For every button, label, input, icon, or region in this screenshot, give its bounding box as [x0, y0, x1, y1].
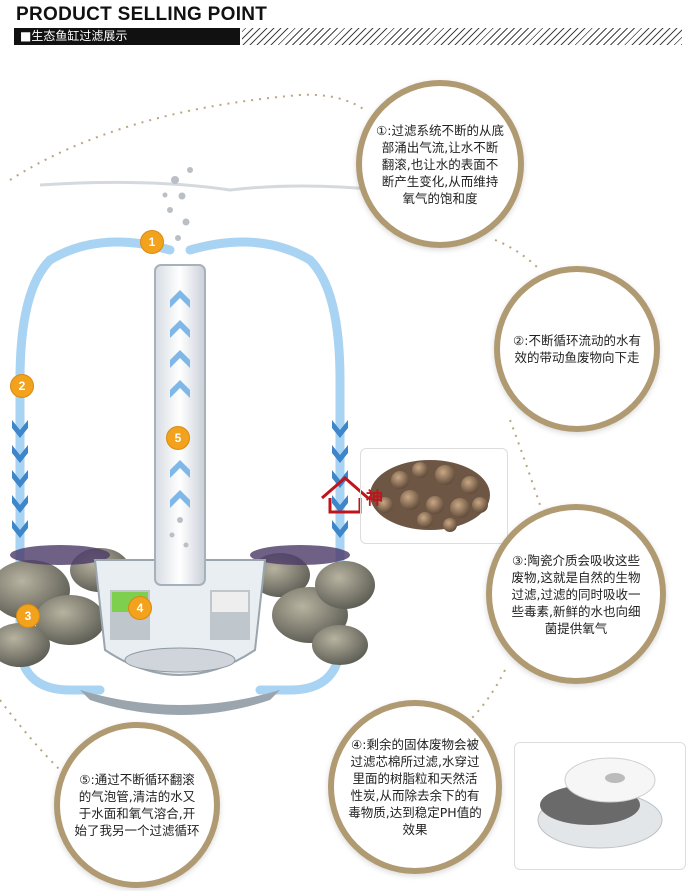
dotted-guides — [0, 93, 541, 771]
step-badge-1: 1 — [140, 230, 164, 254]
point-text-4: ④:剩余的固体废物会被过滤芯棉所过滤,水穿过里面的树脂粒和天然活性炭,从而除去余… — [348, 737, 482, 837]
filter-body — [80, 559, 280, 715]
point-text-5: ⑤:通过不断循环翻滚的气泡管,清洁的水又于水面和氧气溶合,开始了我另一个过滤循环 — [74, 772, 200, 838]
step-badge-5: 5 — [166, 426, 190, 450]
point-circle-5: ⑤:通过不断循环翻滚的气泡管,清洁的水又于水面和氧气溶合,开始了我另一个过滤循环 — [54, 722, 220, 888]
hatch-divider — [242, 28, 682, 45]
step-badge-3: 3 — [16, 604, 40, 628]
section-subtitle: ■生态鱼缸过滤展示 — [14, 28, 240, 45]
point-text-3: ③:陶瓷介质会吸收这些废物,这就是自然的生物过滤,过滤的同时吸收一些毒素,新鲜的… — [511, 552, 641, 636]
point-circle-4: ④:剩余的固体废物会被过滤芯棉所过滤,水穿过里面的树脂粒和天然活性炭,从而除去余… — [328, 700, 502, 874]
point-text-1: ①:过滤系统不断的从底部涌出气流,让水不断翻滚,也让水的表面不断产生变化,从而维… — [376, 122, 504, 206]
point-circle-1: ①:过滤系统不断的从底部涌出气流,让水不断翻滚,也让水的表面不断产生变化,从而维… — [356, 80, 524, 248]
point-text-2: ②:不断循环流动的水有效的带动鱼废物向下走 — [513, 333, 641, 365]
page-title: PRODUCT SELLING POINT — [16, 4, 268, 25]
air-tube — [154, 264, 206, 586]
step-badge-2: 2 — [10, 374, 34, 398]
filter-sponge-photo — [514, 742, 686, 870]
bubbles — [162, 167, 193, 548]
flow-arrows — [12, 420, 348, 538]
point-circle-3: ③:陶瓷介质会吸收这些废物,这就是自然的生物过滤,过滤的同时吸收一些毒素,新鲜的… — [486, 504, 666, 684]
step-badge-4: 4 — [128, 596, 152, 620]
point-circle-2: ②:不断循环流动的水有效的带动鱼废物向下走 — [494, 266, 660, 432]
watermark-text: 神 — [366, 489, 383, 509]
ceramic-media-image — [370, 460, 490, 532]
flow-lines — [15, 237, 345, 695]
ceramic-media-photo — [360, 448, 508, 544]
tube-arrows — [170, 290, 190, 508]
filter-sponge-image — [537, 757, 663, 849]
water-surface — [39, 180, 381, 192]
